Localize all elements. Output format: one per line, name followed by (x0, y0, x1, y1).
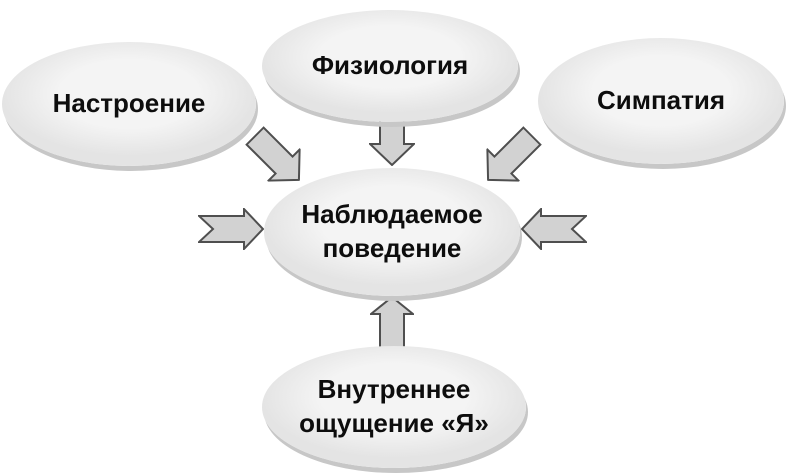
node-mood-label: Настроение (52, 88, 206, 119)
node-observed-behavior-label: Наблюдаемое поведение (301, 199, 483, 263)
node-inner-self-label: Внутреннее ощущение «Я» (299, 374, 489, 438)
node-observed-behavior: Наблюдаемое поведение (264, 168, 520, 296)
node-sympathy: Симпатия (538, 38, 784, 164)
arrow-right-to-center-icon (521, 208, 587, 250)
node-physiology: Физиология (262, 10, 518, 122)
node-inner-self: Внутреннее ощущение «Я» (262, 346, 526, 468)
arrow-sympathy-to-center-icon (471, 119, 549, 197)
node-mood: Настроение (2, 42, 256, 166)
arrow-mood-to-center-icon (238, 119, 316, 197)
node-sympathy-label: Симпатия (596, 85, 726, 116)
arrow-left-to-center-icon (198, 208, 264, 250)
arrow-inner-self-to-center-icon (370, 296, 414, 352)
node-physiology-label: Физиология (311, 50, 469, 81)
